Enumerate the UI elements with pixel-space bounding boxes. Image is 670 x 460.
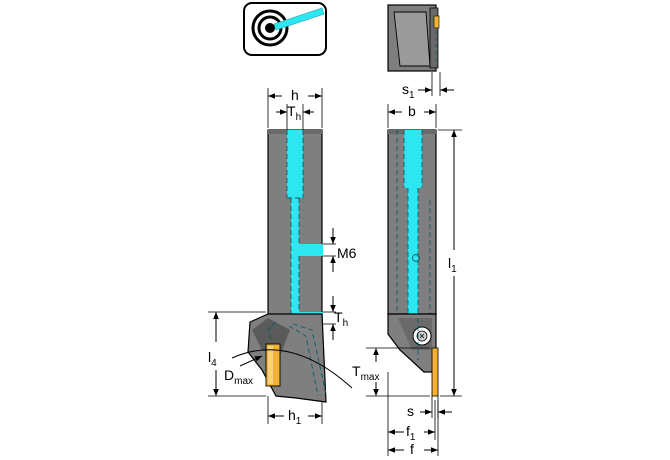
right-view: [387, 129, 439, 397]
svg-text:Th: Th: [334, 309, 348, 329]
dim-b: b: [387, 103, 437, 128]
label-l1: l: [448, 255, 451, 271]
label-s: s: [407, 403, 414, 419]
dim-th-top: Th: [276, 103, 314, 130]
label-f: f: [410, 441, 414, 457]
dim-dmax: Dmax: [224, 355, 263, 387]
label-b: b: [408, 103, 416, 119]
label-h: h: [291, 87, 299, 103]
left-view: [231, 129, 353, 403]
label-h1: h: [288, 407, 296, 423]
svg-text:l4: l4: [208, 349, 217, 369]
label-dmax-sub: max: [234, 376, 253, 387]
label-s1: s: [402, 81, 409, 97]
label-h1-sub: 1: [296, 416, 302, 427]
label-l4-sub: 4: [211, 358, 217, 369]
svg-text:s1: s1: [402, 81, 415, 101]
dim-m6: M6: [323, 228, 357, 272]
label-m6: M6: [337, 245, 357, 261]
dim-s: s: [407, 396, 452, 419]
label-tmax-sub: max: [361, 372, 380, 383]
label-l4: l: [208, 349, 211, 365]
svg-text:f1: f1: [406, 423, 416, 443]
label-f1: f: [406, 423, 410, 439]
end-view: [387, 4, 440, 72]
dim-h: h: [267, 87, 323, 128]
svg-text:Tmax: Tmax: [352, 363, 379, 383]
coolant-target-icon: [243, 2, 327, 56]
dim-l4: l4: [208, 311, 266, 397]
label-th2: T: [334, 309, 343, 325]
svg-text:h1: h1: [288, 407, 302, 427]
label-th-sub: h: [296, 112, 302, 123]
svg-text:Th: Th: [287, 103, 301, 123]
dim-h1: h1: [267, 396, 323, 427]
svg-text:Dmax: Dmax: [224, 367, 253, 387]
dim-th-lower: Th: [323, 296, 348, 340]
svg-text:l1: l1: [448, 255, 457, 275]
label-th: T: [287, 103, 296, 119]
label-s1-sub: 1: [409, 90, 415, 101]
label-tmax: T: [352, 363, 361, 379]
dim-f: f: [388, 400, 439, 457]
dim-s1: s1: [402, 72, 454, 101]
dim-l1: l1: [438, 129, 462, 397]
label-l1-sub: 1: [451, 264, 457, 275]
dim-f1: f1: [387, 372, 436, 456]
label-th2-sub: h: [343, 318, 349, 329]
label-f1-sub: 1: [410, 432, 416, 443]
label-dmax: D: [224, 367, 234, 383]
dim-tmax: Tmax: [352, 347, 430, 397]
